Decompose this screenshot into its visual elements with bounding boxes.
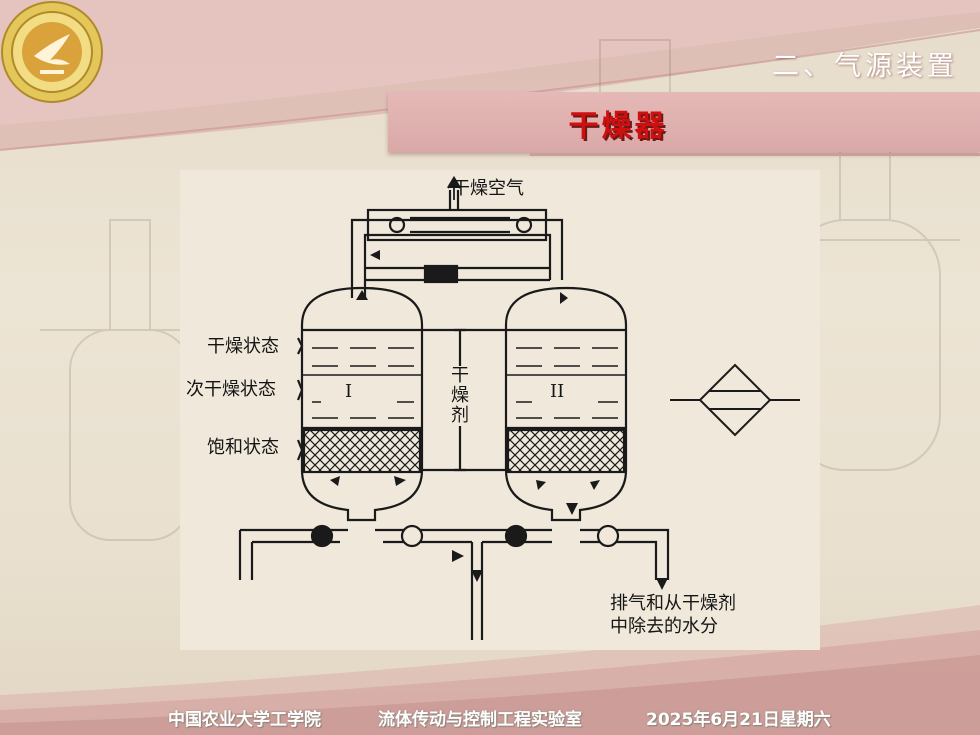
top-band (0, 0, 980, 151)
dry-state-label: 干燥状态 (207, 336, 279, 357)
saturated-state-label: 饱和状态 (207, 437, 279, 458)
footer-date: 2025年6月21日星期六 (646, 710, 831, 730)
dryer-diagram-drawing (238, 175, 670, 640)
footer-lab: 流体传动与控制工程实验室 (378, 710, 582, 730)
exhaust-label-line2: 中除去的水分 (610, 616, 718, 637)
exhaust-label-line1: 排气和从干燥剂 (610, 593, 736, 614)
section-title: 二、气源装置 (772, 51, 958, 82)
dry-air-label: 干燥空气 (452, 178, 524, 199)
desiccant-label: 干燥剂 (450, 365, 470, 426)
semi-dry-state-label: 次干燥状态 (186, 379, 276, 400)
footer: 中国农业大学工学院 流体传动与控制工程实验室 2025年6月21日星期六 (0, 705, 980, 731)
footer-institution: 中国农业大学工学院 (168, 710, 321, 730)
title-bar (388, 92, 980, 152)
title-bar-underline (530, 153, 980, 156)
tank-one-label: I (345, 381, 353, 402)
slide-title: 干燥器 (568, 109, 668, 144)
college-logo (1, 1, 103, 103)
tank-two-label: II (550, 381, 565, 402)
dryer-symbol (670, 363, 800, 437)
